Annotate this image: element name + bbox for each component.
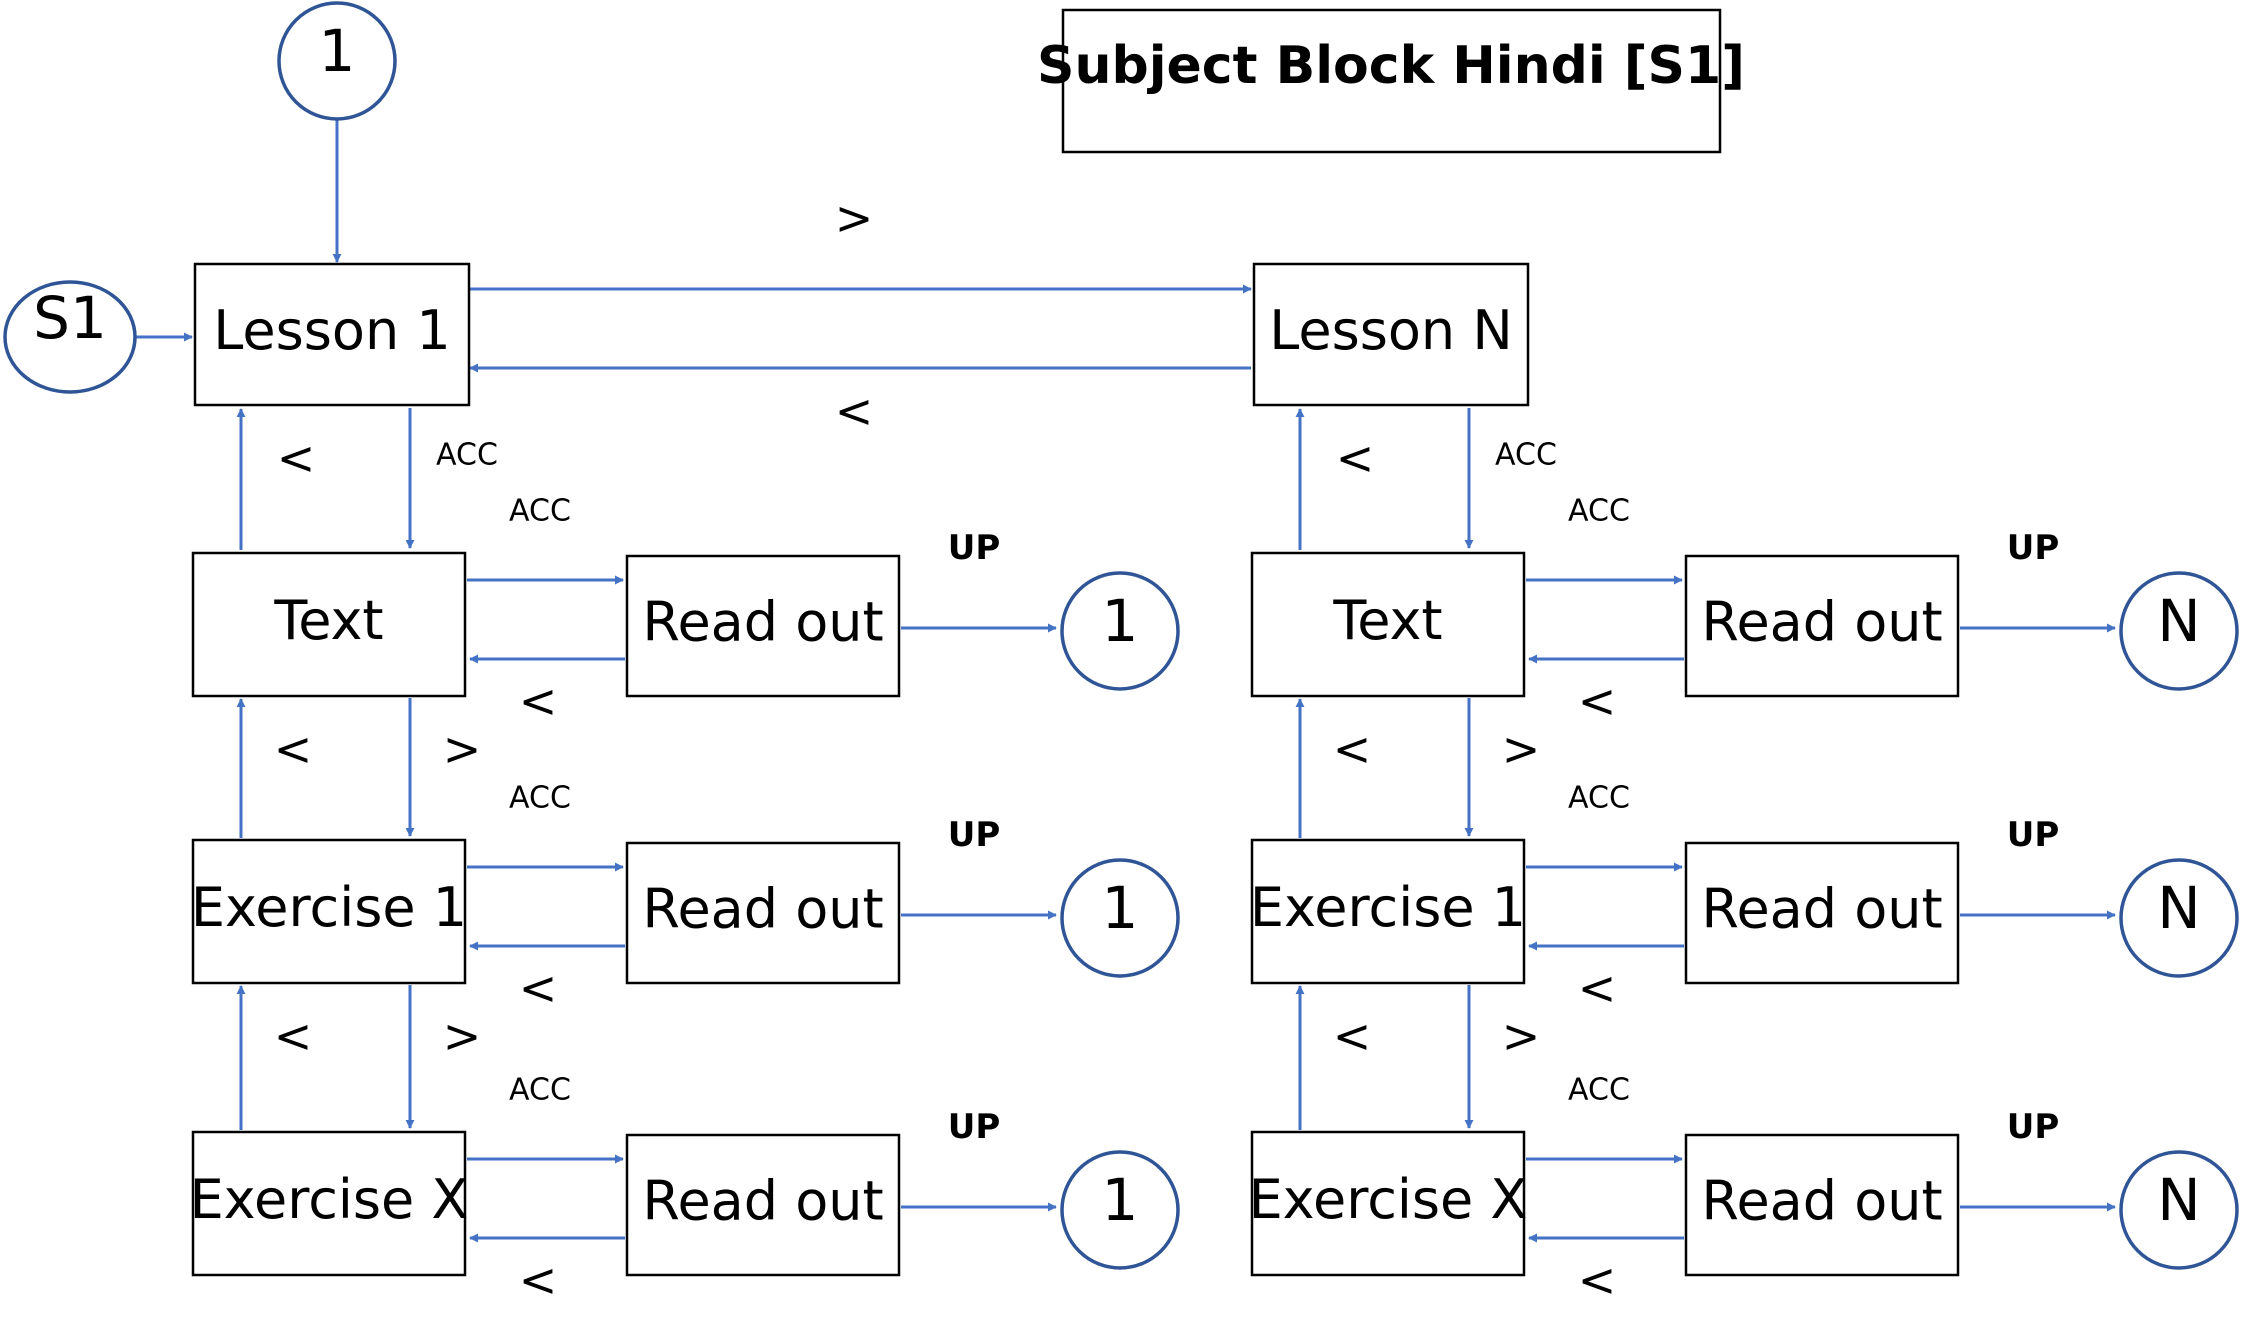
col0-row1-up-label: UP: [948, 815, 1001, 855]
col1-row0-down-next-label: >: [1502, 722, 1541, 776]
col0-row1-readout-box[interactable]: [625, 841, 901, 985]
col0-row2-acc-label: ACC: [509, 1073, 571, 1108]
col1-row0-acc-label: ACC: [1568, 494, 1630, 529]
col0-lesson-box-label: Lesson 1: [213, 299, 450, 362]
lesson-back-label: <: [835, 384, 874, 438]
col0-row0-acc-label: ACC: [509, 494, 571, 529]
col0-row1-connector-circle-label: 1: [1102, 874, 1139, 942]
col0-row1-readout-box-label: Read out: [642, 878, 883, 941]
col1-row2-up-label: UP: [2007, 1107, 2060, 1147]
col1-row1-down-next-label: >: [1502, 1009, 1541, 1063]
col0-row1-down-back-label: <: [274, 1009, 313, 1063]
col1-lesson-back-label: <: [1336, 431, 1375, 485]
col1-row1-up-label: UP: [2007, 815, 2060, 855]
col0-row1-item-box[interactable]: [191, 838, 467, 985]
col0-lesson-box[interactable]: [193, 262, 471, 407]
col0-row0-item-box[interactable]: [191, 551, 467, 698]
col0-row2-connector-circle-label: 1: [1102, 1166, 1139, 1234]
col0-row1-back-label: <: [519, 961, 558, 1015]
col1-row1-item-box-label: Exercise 1: [1250, 876, 1526, 939]
col0-lesson-back-label: <: [277, 431, 316, 485]
col1-row1-down-back-label: <: [1333, 1009, 1372, 1063]
col1-row1-connector-circle-label: N: [2157, 874, 2200, 942]
col1-row1-acc-label: ACC: [1568, 781, 1630, 816]
diagram-shapes: [3, 1, 2239, 1277]
col1-row2-item-box-label: Exercise X: [1249, 1168, 1528, 1231]
col0-lesson-acc-label: ACC: [436, 438, 498, 473]
col0-row2-readout-box-label: Read out: [642, 1170, 883, 1233]
col0-row1-connector-circle[interactable]: [1060, 858, 1180, 978]
col0-row1-down-next-label: >: [443, 1009, 482, 1063]
col0-row2-connector-circle[interactable]: [1060, 1150, 1180, 1270]
col1-row0-back-label: <: [1578, 674, 1617, 728]
col1-row2-connector-circle[interactable]: [2119, 1150, 2239, 1270]
col0-row0-readout-box[interactable]: [625, 554, 901, 698]
col0-row0-back-label: <: [519, 674, 558, 728]
col1-row1-item-box[interactable]: [1250, 838, 1526, 985]
lesson-next-label: >: [835, 191, 874, 245]
col1-row2-connector-circle-label: N: [2157, 1166, 2200, 1234]
col1-row0-readout-box-label: Read out: [1701, 591, 1942, 654]
col0-row2-back-label: <: [519, 1253, 558, 1307]
col0-row0-connector-circle-label: 1: [1102, 587, 1139, 655]
col1-row0-down-back-label: <: [1333, 722, 1372, 776]
title-box: [1061, 8, 1722, 154]
col0-row1-acc-label: ACC: [509, 781, 571, 816]
col0-row2-item-box[interactable]: [191, 1130, 467, 1277]
col1-row0-item-box[interactable]: [1250, 551, 1526, 698]
col1-row2-readout-box-label: Read out: [1701, 1170, 1942, 1233]
col1-row1-readout-box-label: Read out: [1701, 878, 1942, 941]
connector-lines: [136, 120, 2116, 1243]
start-connector-circle-label: 1: [319, 17, 356, 85]
col1-row1-readout-box[interactable]: [1684, 841, 1960, 985]
subject-connector-circle[interactable]: [3, 280, 137, 394]
col0-row0-readout-box-label: Read out: [642, 591, 883, 654]
subject-connector-label: S1: [33, 284, 107, 352]
col0-row0-connector-circle[interactable]: [1060, 571, 1180, 691]
col1-row2-back-label: <: [1578, 1253, 1617, 1307]
col0-row0-up-label: UP: [948, 528, 1001, 568]
col1-row1-connector-circle[interactable]: [2119, 858, 2239, 978]
start-connector-circle[interactable]: [277, 1, 397, 121]
col1-row0-connector-circle-label: N: [2157, 587, 2200, 655]
col1-lesson-box-label: Lesson N: [1269, 299, 1512, 362]
col1-lesson-acc-label: ACC: [1495, 438, 1557, 473]
col1-lesson-box[interactable]: [1252, 262, 1530, 407]
diagram-title: Subject Block Hindi [S1]: [1037, 36, 1745, 96]
diagram-text: Subject Block Hindi [S1]1S1><Lesson 1<AC…: [33, 17, 2201, 1307]
col1-row0-readout-box[interactable]: [1684, 554, 1960, 698]
col1-row1-back-label: <: [1578, 961, 1617, 1015]
col0-row1-item-box-label: Exercise 1: [191, 876, 467, 939]
col1-row0-up-label: UP: [2007, 528, 2060, 568]
col1-row2-acc-label: ACC: [1568, 1073, 1630, 1108]
col0-row0-item-box-label: Text: [273, 589, 383, 652]
col0-row2-item-box-label: Exercise X: [190, 1168, 469, 1231]
col1-row2-readout-box[interactable]: [1684, 1133, 1960, 1277]
col0-row0-down-next-label: >: [443, 722, 482, 776]
col0-row2-readout-box[interactable]: [625, 1133, 901, 1277]
col1-row0-connector-circle[interactable]: [2119, 571, 2239, 691]
col0-row0-down-back-label: <: [274, 722, 313, 776]
col1-row0-item-box-label: Text: [1332, 589, 1442, 652]
col1-row2-item-box[interactable]: [1250, 1130, 1526, 1277]
col0-row2-up-label: UP: [948, 1107, 1001, 1147]
